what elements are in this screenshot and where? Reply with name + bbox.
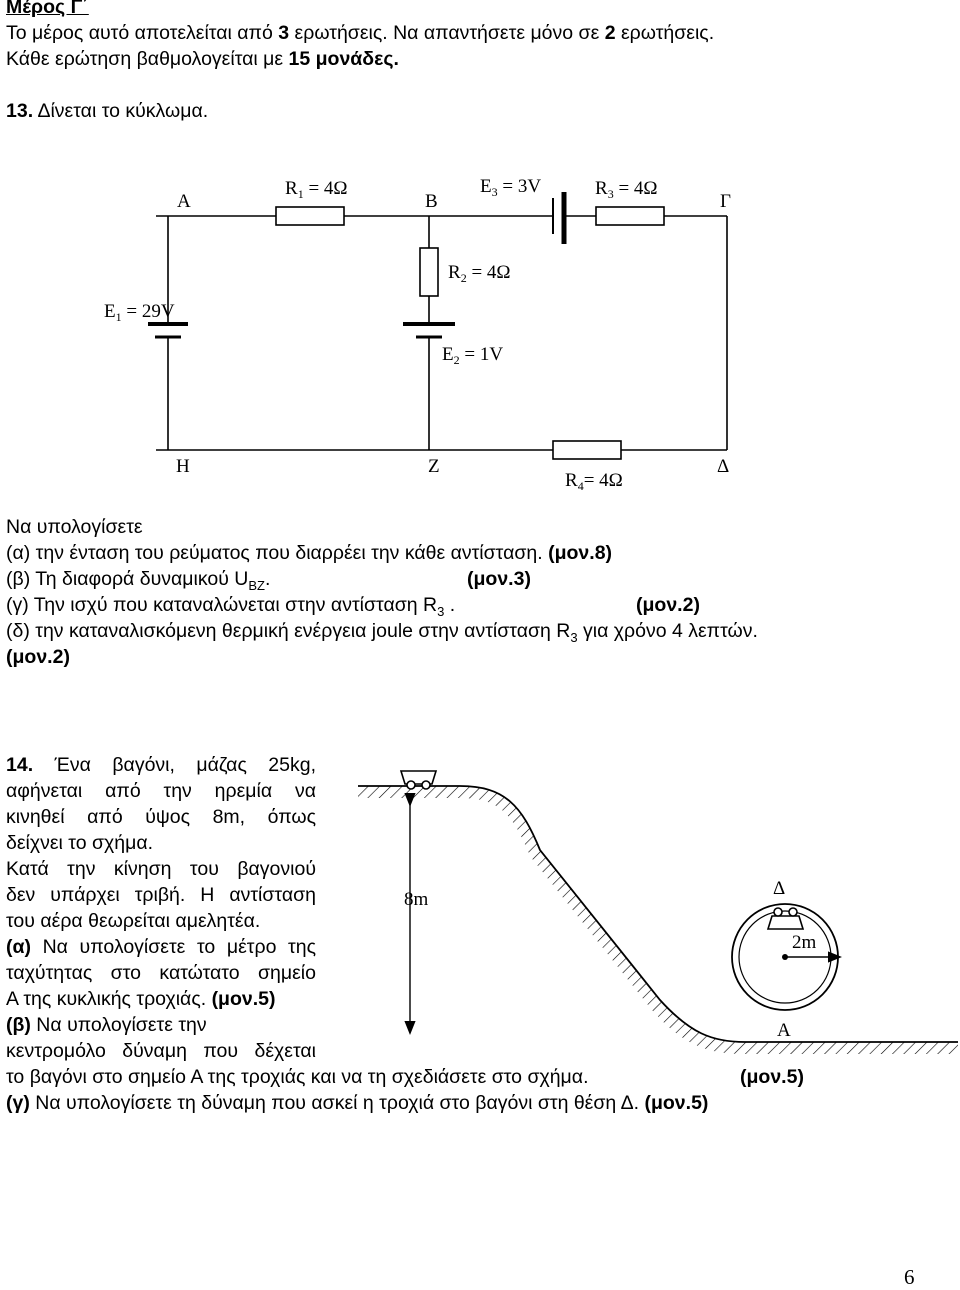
q14-line-3: κινηθεί από ύψος 8m, όπως <box>6 806 316 828</box>
height-label: 8m <box>404 889 429 910</box>
page-number: 6 <box>904 1265 915 1289</box>
point-A-label: Α <box>777 1020 791 1041</box>
e3-label: E3 = 3V <box>480 176 541 199</box>
q14-line-7: του αέρα θεωρείται αμελητέα. <box>6 910 261 932</box>
q13-part-b: (β) Τη διαφορά δυναμικού UΒΖ. <box>6 568 271 593</box>
q14-part-b-line-1: (β) Να υπολογίσετε την <box>6 1014 207 1036</box>
r1-label: R1 = 4Ω <box>285 178 348 201</box>
radius-label: 2m <box>792 932 817 953</box>
node-B-label: Β <box>425 191 438 212</box>
question-13-heading: 13. Δίνεται το κύκλωμα. <box>6 100 209 122</box>
q14-line-1: 14. Ένα βαγόνι, μάζας 25kg, <box>6 754 316 776</box>
q13-part-d: (δ) την καταναλισκόμενη θερμική ενέργεια… <box>6 620 758 645</box>
intro-line-2: Κάθε ερώτηση βαθμολογείται με 15 μονάδες… <box>6 48 399 70</box>
node-D-label: Δ <box>717 456 729 477</box>
cart-loop-top-icon <box>766 907 805 930</box>
q13-part-c-marks: (μον.2) <box>636 594 700 616</box>
r3-label: R3 = 4Ω <box>595 178 658 201</box>
q13-part-d-marks: (μον.2) <box>6 646 70 668</box>
q14-part-a-line-1: (α) Να υπολογίσετε το μέτρο της <box>6 936 316 958</box>
r4-label: R4= 4Ω <box>565 470 623 493</box>
q13-part-b-marks: (μον.3) <box>467 568 531 590</box>
q14-line-2: αφήνεται από την ηρεμία να <box>6 780 316 802</box>
q14-part-c: (γ) Να υπολογίσετε τη δύναμη που ασκεί η… <box>6 1092 709 1114</box>
node-H-label: Η <box>176 456 190 477</box>
e1-label: E1 = 29V <box>104 301 175 324</box>
node-G-label: Γ <box>720 191 731 212</box>
q13-part-a: (α) την ένταση του ρεύματος που διαρρέει… <box>6 542 613 564</box>
e2-label: E2 = 1V <box>442 344 503 367</box>
q14-line-6: δεν υπάρχει τριβή. Η αντίσταση <box>6 884 316 906</box>
section-title: Μέρος Γ΄ <box>6 0 89 18</box>
q14-line-4: δείχνει το σχήμα. <box>6 832 154 854</box>
q14-part-b-marks: (μον.5) <box>740 1066 804 1088</box>
q13-instruction: Να υπολογίσετε <box>6 516 143 538</box>
r2-label: R2 = 4Ω <box>448 262 511 285</box>
track-surface <box>358 785 958 1043</box>
q14-part-b-line-3: το βαγόνι στο σημείο Α της τροχιάς και ν… <box>6 1066 589 1088</box>
q14-part-b-line-2: κεντρομόλο δύναμη που δέχεται <box>6 1040 316 1062</box>
q14-part-a-line-2: ταχύτητας στο κατώτατο σημείο <box>6 962 316 984</box>
q13-part-c: (γ) Την ισχύ που καταναλώνεται στην αντί… <box>6 594 456 619</box>
node-A-label: Α <box>177 191 191 212</box>
cart-start-icon <box>399 770 438 790</box>
q14-part-a-line-3: Α της κυκλικής τροχιάς. (μον.5) <box>6 988 276 1010</box>
point-D-label: Δ <box>773 878 785 899</box>
node-Z-label: Ζ <box>428 456 440 477</box>
intro-line-1: Το μέρος αυτό αποτελείται από 3 ερωτήσει… <box>6 22 715 44</box>
track-hatching <box>358 786 958 1054</box>
q14-line-5: Κατά την κίνηση του βαγονιού <box>6 858 316 880</box>
